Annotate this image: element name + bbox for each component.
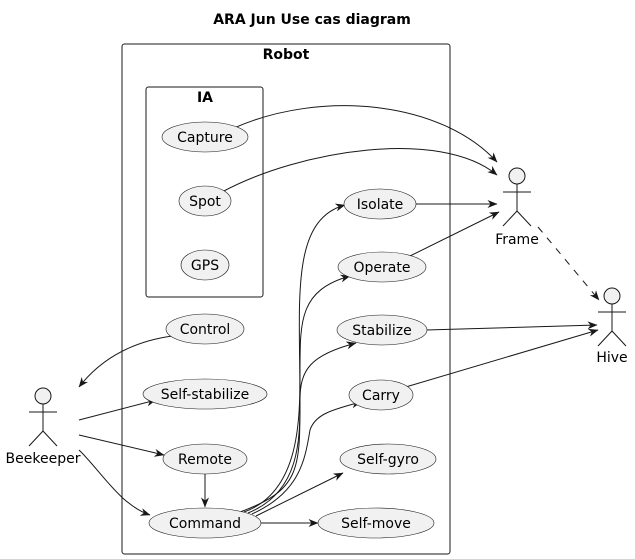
edge-capture-frame — [233, 105, 498, 163]
use-case-command: Command — [148, 507, 262, 539]
use-case-control: Control — [165, 313, 245, 345]
use-case-stabilize: Stabilize — [336, 314, 428, 346]
diagram-title: ARA Jun Use cas diagram — [213, 12, 411, 28]
use-case-self-move: Self-move — [317, 507, 435, 539]
edge-operate-frame — [409, 211, 500, 257]
actor-hive: Hive — [596, 287, 628, 366]
edge-command-self-gyro — [255, 472, 344, 517]
edge-command-stabilize — [247, 341, 357, 514]
use-case-isolate-label: Isolate — [357, 197, 404, 213]
actor-hive-label: Hive — [596, 350, 627, 366]
use-case-spot: Spot — [178, 185, 232, 217]
actor-frame-body — [502, 184, 532, 227]
edge-frame-hive — [537, 226, 600, 301]
use-case-command-label: Command — [169, 516, 241, 532]
use-case-carry: Carry — [348, 379, 414, 411]
edge-stabilize-hive — [425, 321, 598, 331]
actor-beekeeper: Beekeeper — [6, 387, 81, 467]
use-case-self-stabilize: Self-stabilize — [142, 378, 268, 410]
actor-frame-head — [508, 167, 526, 185]
edge-beekeeper-self-stabilize — [78, 398, 157, 421]
use-case-capture: Capture — [161, 121, 249, 153]
use-case-remote-label: Remote — [178, 452, 232, 468]
use-case-capture-label: Capture — [177, 130, 233, 146]
package-robot-label: Robot — [263, 47, 310, 63]
use-case-spot-label: Spot — [189, 194, 221, 210]
edge-beekeeper-command — [78, 449, 151, 516]
package-ia-label: IA — [197, 90, 213, 106]
actor-frame: Frame — [495, 167, 539, 248]
edge-beekeeper-remote — [78, 434, 165, 457]
use-case-control-label: Control — [180, 322, 231, 338]
actor-beekeeper-body — [28, 404, 58, 447]
use-case-stabilize-label: Stabilize — [352, 323, 411, 339]
use-case-self-gyro-label: Self-gyro — [357, 452, 419, 468]
use-case-self-gyro: Self-gyro — [339, 443, 437, 475]
edge-carry-hive — [398, 328, 599, 390]
edge-control-beekeeper — [78, 335, 173, 388]
actor-hive-body — [597, 304, 627, 347]
edge-command-carry — [251, 400, 362, 515]
use-case-gps: GPS — [180, 249, 230, 281]
actor-beekeeper-label: Beekeeper — [6, 451, 81, 467]
actor-hive-head — [603, 287, 621, 305]
use-case-operate-label: Operate — [354, 260, 411, 276]
use-case-remote: Remote — [162, 443, 248, 475]
use-case-isolate: Isolate — [343, 188, 417, 220]
use-case-self-stabilize-label: Self-stabilize — [161, 387, 249, 403]
edge-command-operate — [243, 274, 351, 513]
use-case-carry-label: Carry — [362, 388, 400, 404]
actor-frame-label: Frame — [495, 232, 539, 248]
use-case-self-move-label: Self-move — [341, 516, 411, 532]
use-case-operate: Operate — [337, 251, 427, 283]
relations — [78, 105, 600, 527]
edge-spot-frame — [221, 148, 498, 193]
use-case-gps-label: GPS — [191, 258, 219, 274]
actor-beekeeper-head — [34, 387, 52, 405]
